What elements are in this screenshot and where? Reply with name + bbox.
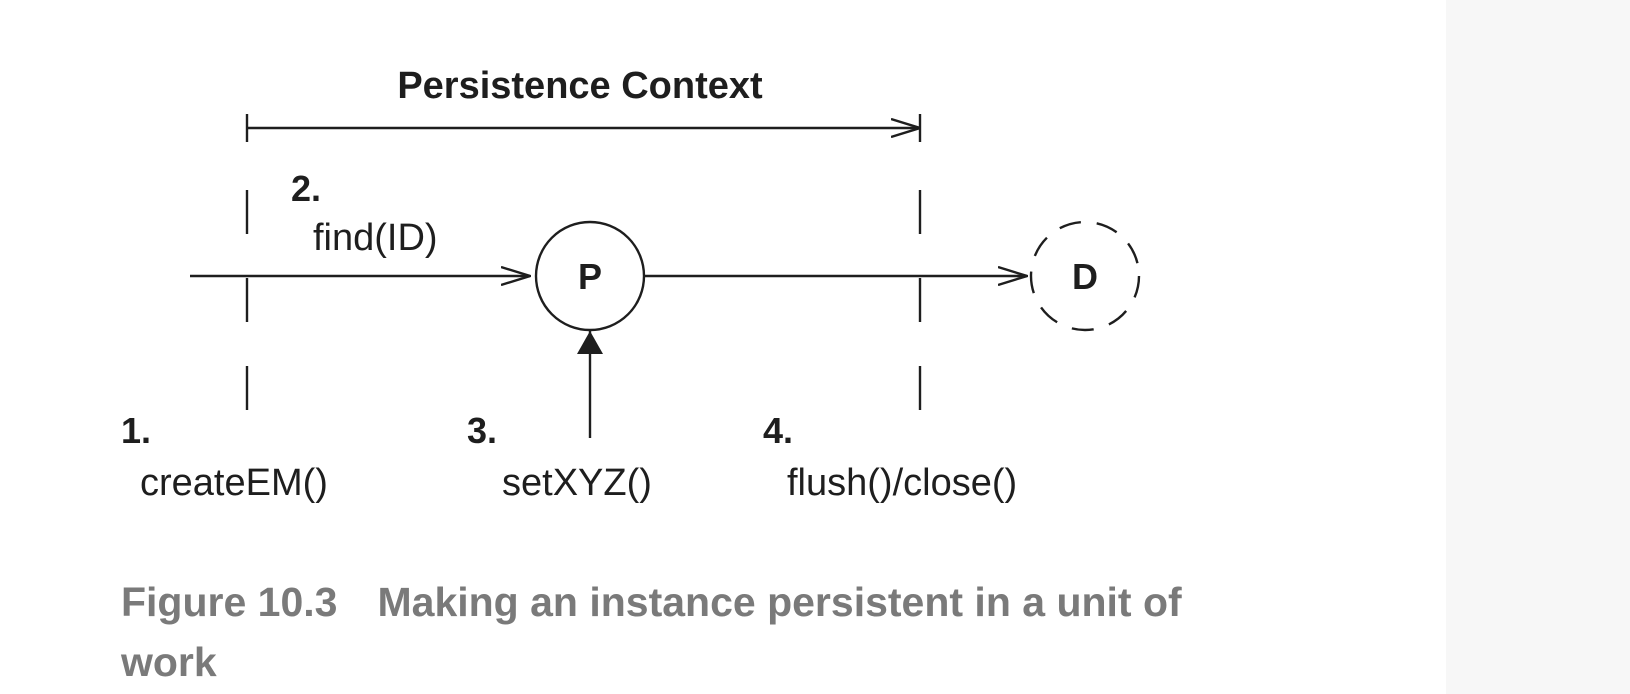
persistent-state-label: P <box>578 256 602 297</box>
persistence-context-diagram: Persistence Context P D 1. createEM() 2.… <box>121 65 1141 504</box>
persistence-context-title: Persistence Context <box>397 65 763 107</box>
step-3-number: 3. <box>467 410 497 451</box>
persistent-state-node <box>534 220 646 332</box>
step-4-call: flush()/close() <box>787 462 1017 504</box>
step-1-call: createEM() <box>140 462 328 504</box>
step-2-number: 2. <box>291 168 321 209</box>
detached-state-label: D <box>1072 256 1098 297</box>
figure-caption-label: Figure 10.3 <box>121 579 338 625</box>
step-3-call: setXYZ() <box>502 462 652 504</box>
figure-caption-text: Making an instance persistent in a unit … <box>121 579 1182 685</box>
step-1-number: 1. <box>121 410 151 451</box>
detached-state-node <box>1029 220 1141 332</box>
step-4-number: 4. <box>763 410 793 451</box>
step-2-call: find(ID) <box>313 217 438 259</box>
page-right-margin <box>1446 0 1630 694</box>
